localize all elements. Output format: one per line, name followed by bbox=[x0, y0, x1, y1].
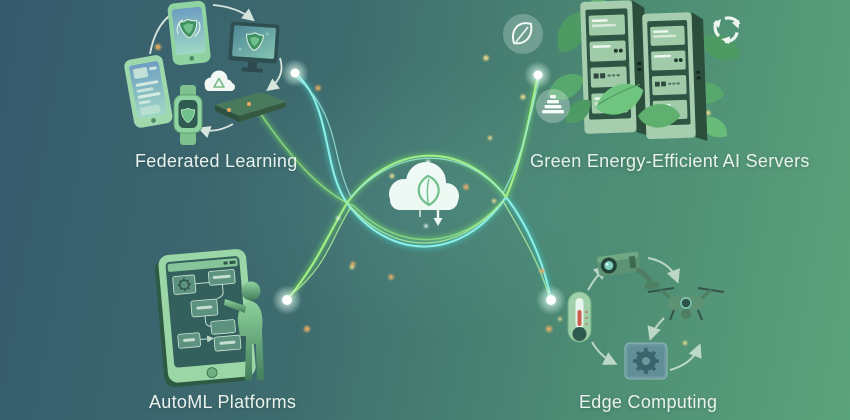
label-edge-computing: Edge Computing bbox=[579, 392, 718, 412]
leaf-badge-icon bbox=[503, 14, 543, 54]
drone-icon bbox=[647, 287, 725, 321]
energy-flow-lines bbox=[255, 70, 554, 303]
flowchart-icon bbox=[172, 269, 242, 352]
chip-gear-icon bbox=[624, 342, 668, 380]
monitor-icon bbox=[228, 21, 280, 73]
smartwatch-icon bbox=[173, 85, 203, 145]
smartphone-icon bbox=[167, 0, 211, 66]
flow-line-cyan-2 bbox=[296, 77, 540, 199]
glow-dot bbox=[524, 61, 552, 89]
label-federated-learning: Federated Learning bbox=[135, 151, 298, 171]
label-green-servers: Green Energy-Efficient AI Servers bbox=[530, 151, 810, 171]
energy-efficiency-icon bbox=[536, 89, 570, 123]
leaf-icon bbox=[417, 174, 440, 207]
smartphone-icon bbox=[124, 55, 173, 128]
flow-line-green-3 bbox=[257, 109, 501, 241]
flow-line-green-2 bbox=[288, 199, 550, 298]
particles bbox=[155, 44, 711, 345]
leaf-decoration bbox=[559, 79, 682, 131]
label-automl-platforms: AutoML Platforms bbox=[149, 392, 297, 412]
gear-icon bbox=[633, 348, 659, 374]
server-tower-icon bbox=[580, 0, 649, 136]
person-icon bbox=[224, 281, 264, 380]
flow-endpoints bbox=[272, 59, 566, 315]
tablet-icon bbox=[154, 249, 256, 387]
glow-dot bbox=[272, 285, 302, 315]
laptop-icon bbox=[215, 92, 286, 122]
cycle-arrows-icon bbox=[587, 257, 702, 371]
glow-dot bbox=[536, 285, 566, 315]
edge-computing-cluster bbox=[567, 251, 725, 380]
glow-dot bbox=[281, 59, 309, 87]
sync-cloud-icon bbox=[204, 70, 235, 91]
green-servers-cluster bbox=[503, 0, 746, 145]
flow-line-cyan-1 bbox=[293, 71, 553, 302]
gear-icon bbox=[177, 278, 191, 292]
download-arrow-icon bbox=[419, 208, 443, 226]
recycle-icon bbox=[713, 16, 741, 45]
security-camera-icon bbox=[596, 251, 660, 290]
thermometer-icon bbox=[567, 291, 592, 343]
federated-learning-cluster bbox=[124, 0, 286, 145]
eco-cloud-icon bbox=[389, 162, 459, 226]
automl-cluster bbox=[154, 249, 264, 387]
